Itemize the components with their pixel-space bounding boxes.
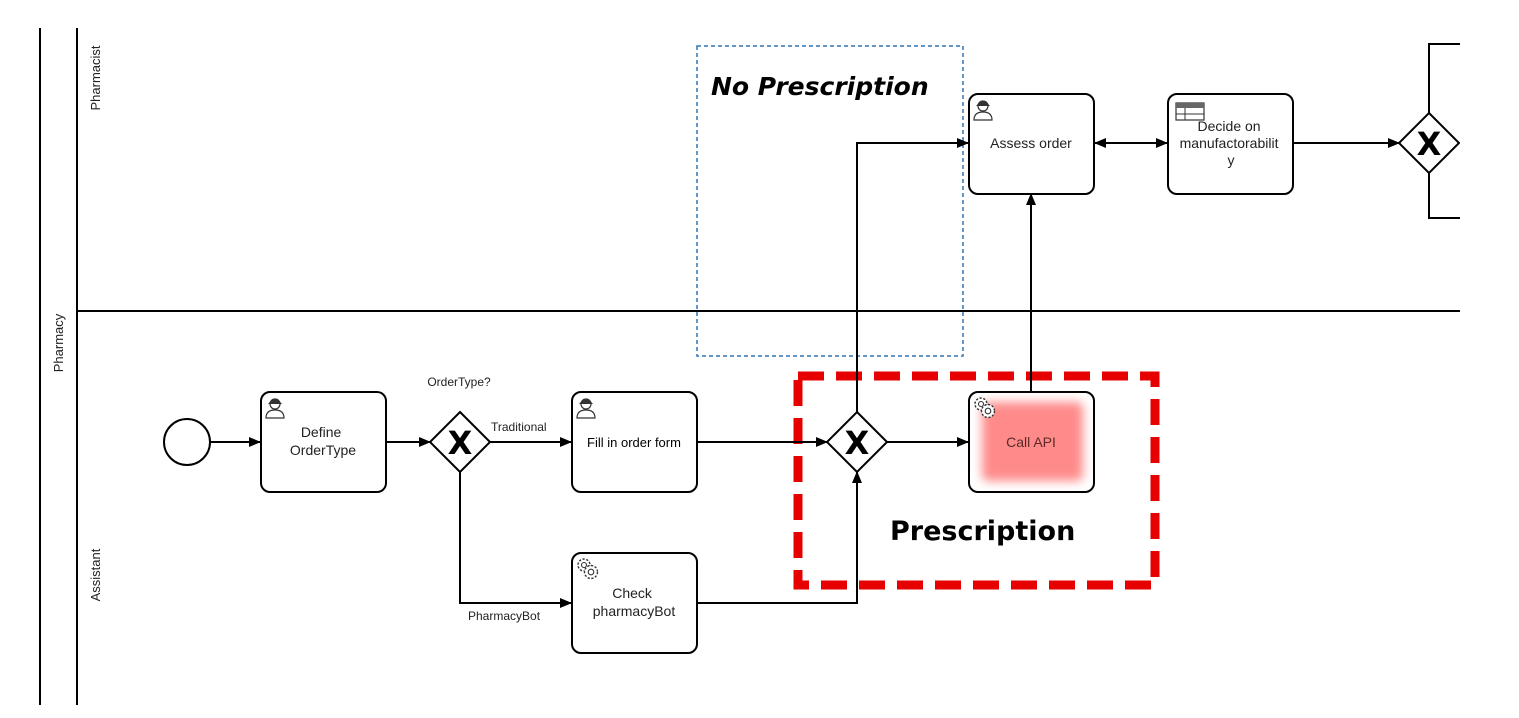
check-label-line-2: pharmacyBot [593, 603, 676, 619]
sequence-flows [210, 138, 1400, 608]
flow-gateway-right-up [1428, 43, 1460, 113]
define-label-line-2: OrderType [290, 442, 356, 458]
task-call-api[interactable]: Call API [968, 391, 1095, 493]
task-define-ordertype[interactable]: Define OrderType [260, 391, 387, 493]
assess-label: Assess order [990, 135, 1072, 151]
flow-gateway-right-down [1428, 173, 1460, 219]
define-label-line-1: Define [301, 424, 342, 440]
call-api-highlight [982, 402, 1083, 481]
pool-label: Pharmacy [51, 313, 66, 372]
task-fill-in-order-form[interactable]: Fill in order form [571, 391, 698, 493]
gateway-x-marker: X [1417, 125, 1442, 163]
decide-label-line-3: y [1228, 152, 1235, 168]
annotation-prescription: Prescription [793, 371, 1160, 590]
lane-label-pharmacist: Pharmacist [88, 45, 103, 110]
pool-pharmacy: Pharmacy Pharmacist Assistant [39, 28, 1460, 705]
user-icon [973, 100, 993, 121]
task-assess-order[interactable]: Assess order [968, 93, 1095, 195]
gateway-right[interactable]: X [1397, 111, 1461, 175]
gateway-x-marker: X [448, 424, 473, 462]
check-label-line-1: Check [612, 585, 653, 601]
flow-label-traditional: Traditional [491, 420, 547, 434]
user-icon [576, 398, 596, 419]
decide-label-line-1: Decide on [1198, 118, 1261, 134]
svg-text:Decide on manufactorabil: Decide on manufactorabilit y [1180, 118, 1283, 168]
no-prescription-box [696, 45, 964, 357]
annotation-no-prescription: No Prescription [696, 45, 964, 357]
no-prescription-label: No Prescription [711, 72, 929, 101]
lane-label-assistant: Assistant [88, 548, 103, 601]
gateway-ordertype-label: OrderType? [427, 375, 491, 389]
gear-icon [974, 397, 996, 419]
call-api-label: Call API [1006, 434, 1056, 450]
gateway-ordertype[interactable]: X [428, 410, 492, 474]
table-icon [1175, 102, 1205, 121]
user-icon [265, 398, 285, 419]
right-edge-mask [1460, 0, 1519, 718]
task-decide-manufactorability[interactable]: Decide on manufactorabilit y [1167, 93, 1294, 195]
gateway-x-marker: X [845, 424, 870, 462]
flow-label-pharmacybot: PharmacyBot [468, 609, 541, 623]
svg-text:Check pharmacyBot: Check pharmacyBot [593, 585, 676, 619]
flow-pharmacybot [459, 472, 572, 608]
prescription-label: Prescription [890, 516, 1075, 547]
start-event[interactable] [163, 418, 211, 466]
flow-check-to-merge [697, 471, 862, 604]
task-check-pharmacybot[interactable]: Check pharmacyBot [571, 552, 698, 654]
decide-label-line-2: manufactorabilit [1180, 135, 1279, 151]
gear-icon [577, 558, 599, 580]
fill-label: Fill in order form [587, 435, 681, 450]
prescription-box [793, 371, 1160, 590]
flow-merge-to-assess [856, 138, 969, 412]
gateway-merge[interactable]: X [825, 410, 889, 474]
svg-text:Define OrderType: Define OrderType [290, 424, 356, 458]
